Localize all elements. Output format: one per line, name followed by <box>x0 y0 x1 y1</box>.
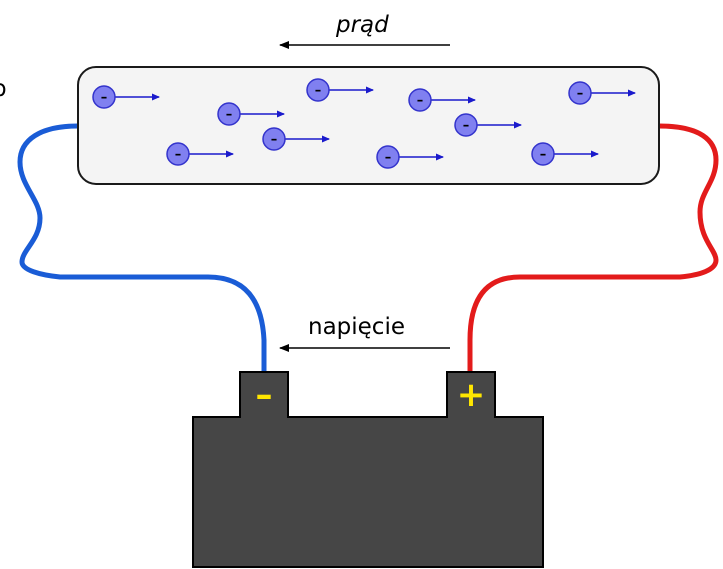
electron: – <box>262 127 330 151</box>
electron-circle <box>166 142 190 166</box>
electron-sign: – <box>226 108 233 123</box>
electron: – <box>408 88 476 112</box>
current-label: prąd <box>335 12 389 38</box>
electron-circle <box>454 113 478 137</box>
electron-sign: – <box>385 151 392 166</box>
positive-terminal-sign: + <box>457 375 486 415</box>
electron-sign: – <box>540 148 547 163</box>
electron-sign: – <box>175 148 182 163</box>
electron: – <box>454 113 522 137</box>
electron-sign: – <box>101 91 108 106</box>
negative-terminal-sign: – <box>256 375 273 415</box>
voltage-label: napięcie <box>308 314 405 340</box>
electron-sign: – <box>271 133 278 148</box>
electron: – <box>531 142 599 166</box>
negative-wire <box>17 123 267 375</box>
electrons-group: – – – – – – – – – – <box>92 78 636 169</box>
electron-circle <box>92 85 116 109</box>
electron: – <box>306 78 374 102</box>
electron-sign: – <box>463 119 470 134</box>
electron-sign: – <box>315 84 322 99</box>
battery-body <box>192 371 544 568</box>
electron-circle <box>531 142 555 166</box>
electron-circle <box>306 78 330 102</box>
electron-sign: – <box>577 87 584 102</box>
electron: – <box>217 102 285 126</box>
electron-circle <box>408 88 432 112</box>
electron: – <box>92 85 160 109</box>
electron-circle <box>376 145 400 169</box>
electron-sign: – <box>417 94 424 109</box>
cut-off-label: p <box>0 76 7 102</box>
electron-circle <box>262 127 286 151</box>
electron: – <box>568 81 636 105</box>
electron-circle <box>217 102 241 126</box>
electron-circle <box>568 81 592 105</box>
positive-wire <box>467 123 719 375</box>
electron: – <box>376 145 444 169</box>
electron: – <box>166 142 234 166</box>
